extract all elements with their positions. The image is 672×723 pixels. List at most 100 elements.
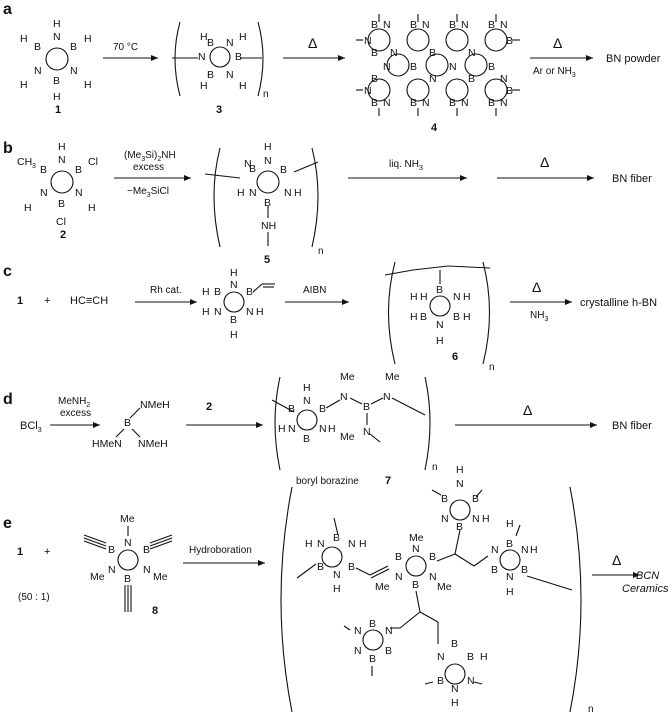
panel-b: b N B N B N B H Cl H Cl H CH 3 2 (Me3Si)… <box>3 140 652 266</box>
svg-text:H: H <box>84 79 92 91</box>
svg-text:B: B <box>441 493 448 505</box>
svg-text:H: H <box>333 583 341 595</box>
svg-text:B: B <box>348 561 355 573</box>
svg-text:H: H <box>328 423 336 435</box>
reagent-menh2: MeNH2 <box>58 396 90 409</box>
svg-text:B: B <box>58 198 65 210</box>
svg-text:N: N <box>383 61 391 73</box>
svg-text:H: H <box>53 91 61 103</box>
svg-text:Me: Me <box>153 571 168 583</box>
svg-text:N: N <box>500 73 508 85</box>
svg-text:H: H <box>200 31 208 43</box>
svg-text:Me: Me <box>340 431 355 443</box>
svg-text:H: H <box>239 80 247 92</box>
svg-text:B: B <box>264 197 271 209</box>
svg-text:B: B <box>207 37 214 49</box>
svg-text:B: B <box>449 97 456 109</box>
svg-text:B: B <box>451 638 458 650</box>
svg-text:H: H <box>410 291 418 303</box>
svg-text:H: H <box>463 311 471 323</box>
svg-text:H: H <box>230 267 238 279</box>
svg-text:H: H <box>436 335 444 347</box>
svg-text:B: B <box>488 61 495 73</box>
svg-text:N: N <box>521 544 529 556</box>
compound-2-label-d: 2 <box>206 401 212 413</box>
svg-text:N: N <box>333 569 341 581</box>
svg-text:B: B <box>369 653 376 665</box>
condition-ar-nh3: Ar or NH3 <box>533 66 576 79</box>
svg-text:B: B <box>429 47 436 59</box>
svg-text:H: H <box>463 291 471 303</box>
svg-text:B: B <box>40 164 47 176</box>
catalyst-rh: Rh cat. <box>150 285 182 296</box>
svg-text:B: B <box>246 286 253 298</box>
svg-text:B: B <box>395 551 402 563</box>
svg-text:N: N <box>422 19 430 31</box>
reagent-excess: excess <box>133 162 164 173</box>
svg-text:N: N <box>364 35 372 47</box>
svg-text:N: N <box>319 423 327 435</box>
svg-text:B: B <box>34 41 41 53</box>
svg-text:H: H <box>20 79 28 91</box>
product-ceramics: Ceramics <box>622 583 669 595</box>
svg-text:Me: Me <box>120 513 135 525</box>
svg-text:H: H <box>202 286 210 298</box>
svg-text:N: N <box>264 155 272 167</box>
svg-text:B: B <box>468 73 475 85</box>
compound-8-label: 8 <box>152 605 158 617</box>
ratio-50-1: (50 : 1) <box>18 592 50 603</box>
svg-text:Cl: Cl <box>56 216 66 228</box>
svg-text:B: B <box>506 85 513 97</box>
svg-text:N: N <box>436 319 444 331</box>
repeat-n-b: n <box>318 246 324 257</box>
polymer-3: H B N H N B B N H H <box>172 21 264 97</box>
svg-text:B: B <box>230 314 237 326</box>
svg-text:Me: Me <box>375 581 390 593</box>
panel-d-letter: d <box>3 391 13 408</box>
reagent-excess-d: excess <box>60 408 91 419</box>
svg-text:B: B <box>436 284 443 296</box>
svg-text:H: H <box>24 202 32 214</box>
svg-text:H: H <box>303 382 311 394</box>
polymer-7-boryl-borazine: H N B B N H N H B N Me B N Me N Me <box>271 371 431 471</box>
panel-a: a N B N B N B H H H H H H 1 70 °C H <box>3 1 661 134</box>
svg-text:H: H <box>305 538 313 550</box>
svg-text:B: B <box>371 73 378 85</box>
svg-text:N: N <box>230 279 238 291</box>
panel-c: c 1 + HC≡CH Rh cat. H N B N B N B H H H … <box>3 261 657 373</box>
svg-text:H: H <box>230 329 238 341</box>
svg-text:N: N <box>303 395 311 407</box>
svg-text:N: N <box>246 306 254 318</box>
svg-text:B: B <box>371 19 378 31</box>
svg-text:N: N <box>124 537 132 549</box>
svg-text:B: B <box>363 401 370 413</box>
svg-text:B: B <box>303 433 310 445</box>
svg-text:N: N <box>456 478 464 490</box>
byproduct-me3sicl: −Me3SiCl <box>127 186 169 199</box>
svg-text:H: H <box>451 697 459 709</box>
svg-text:H: H <box>294 187 302 199</box>
svg-text:B: B <box>369 618 376 630</box>
repeat-n-a: n <box>263 89 269 100</box>
svg-text:B: B <box>491 564 498 576</box>
svg-text:N: N <box>451 683 459 695</box>
svg-text:H: H <box>278 423 286 435</box>
svg-text:H: H <box>359 538 367 550</box>
svg-text:B: B <box>429 551 436 563</box>
svg-text:B: B <box>124 417 131 429</box>
product-bn-fiber-b: BN fiber <box>612 173 652 185</box>
product-bn-fiber-d: BN fiber <box>612 420 652 432</box>
acetylene: HC≡CH <box>70 295 108 307</box>
svg-text:Me: Me <box>340 371 355 383</box>
svg-text:N: N <box>500 19 508 31</box>
plus-c: + <box>44 295 50 307</box>
svg-text:CH: CH <box>17 156 32 168</box>
svg-text:N: N <box>491 544 499 556</box>
svg-text:N: N <box>390 47 398 59</box>
bcl3: BCl3 <box>20 420 42 434</box>
svg-text:N: N <box>226 37 234 49</box>
repeat-n-d: n <box>432 462 438 473</box>
svg-text:N: N <box>53 31 61 43</box>
